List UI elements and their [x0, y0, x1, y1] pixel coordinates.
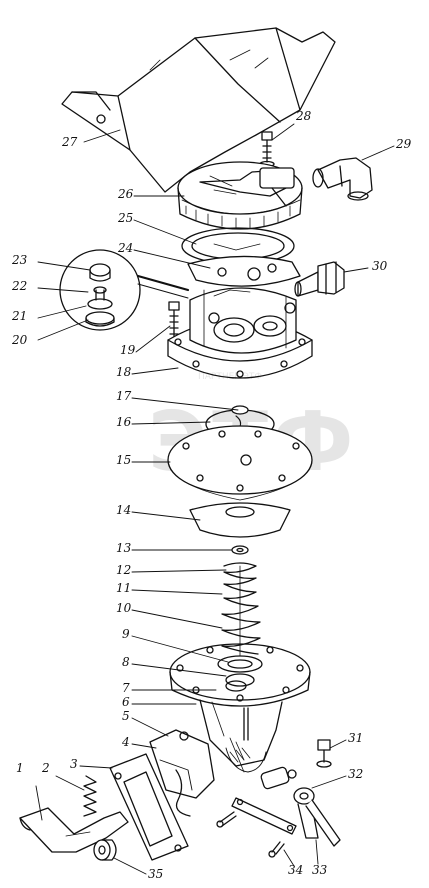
callout-4: 4: [122, 735, 130, 749]
part-8-9-rod: [217, 655, 263, 687]
part-1-lever: [19, 807, 129, 853]
callout-35: 35: [148, 867, 164, 881]
callout-10: 10: [116, 601, 132, 615]
callout-21: 21: [12, 309, 28, 323]
part-26-cover: [177, 161, 303, 230]
callout-15: 15: [116, 453, 132, 467]
callout-33: 33: [312, 863, 328, 877]
part-35-bushing: [93, 839, 117, 861]
callout-20: 20: [12, 333, 28, 347]
callout-17: 17: [116, 389, 132, 403]
callout-6: 6: [122, 695, 130, 709]
part-32-cam-lever: [260, 766, 341, 847]
callout-30: 30: [372, 259, 388, 273]
callout-9: 9: [122, 627, 130, 641]
callout-7: 7: [122, 681, 130, 695]
part-2-spring: [83, 775, 97, 817]
callout-16: 16: [116, 415, 132, 429]
part-13-washer: [231, 545, 249, 555]
part-30-fitting: [294, 261, 345, 297]
part-27-shield: [61, 27, 336, 193]
inset-check-valve: [59, 249, 190, 331]
callout-26: 26: [118, 187, 134, 201]
callout-12: 12: [116, 563, 132, 577]
callout-27: 27: [62, 135, 78, 149]
callout-29: 29: [396, 137, 412, 151]
part-24-valve-plate: [187, 255, 301, 287]
callout-19: 19: [120, 343, 136, 357]
part-18-upper-body: [167, 287, 313, 379]
leader-lines: [35, 123, 395, 875]
part-29-elbow-fitting: [312, 157, 373, 201]
part-19-screw: [168, 301, 180, 339]
part-3-flange-gasket: [109, 753, 189, 861]
part-6-lower-body: [169, 643, 311, 773]
part-4-5-lever-housing: [149, 729, 215, 817]
part-14-support-cup: [189, 502, 291, 538]
part-15-diaphragm: [167, 425, 313, 501]
callout-25: 25: [118, 211, 134, 225]
callout-23: 23: [12, 253, 28, 267]
callout-11: 11: [116, 581, 132, 595]
callout-31: 31: [348, 731, 364, 745]
callout-13: 13: [116, 541, 132, 555]
callout-3: 3: [70, 757, 78, 771]
callout-1: 1: [16, 761, 24, 775]
callout-5: 5: [122, 709, 130, 723]
part-33-34-link-pin: [216, 797, 297, 858]
callout-22: 22: [12, 279, 28, 293]
callout-8: 8: [122, 655, 130, 669]
part-28-screw: [259, 131, 275, 168]
part-10-12-spring: [221, 562, 261, 661]
callout-32: 32: [348, 767, 364, 781]
callout-14: 14: [116, 503, 132, 517]
callout-34: 34: [288, 863, 304, 877]
callout-24: 24: [118, 241, 134, 255]
part-31-bolt: [316, 739, 332, 768]
callout-18: 18: [116, 365, 132, 379]
callout-28: 28: [296, 109, 312, 123]
callout-2: 2: [42, 761, 50, 775]
